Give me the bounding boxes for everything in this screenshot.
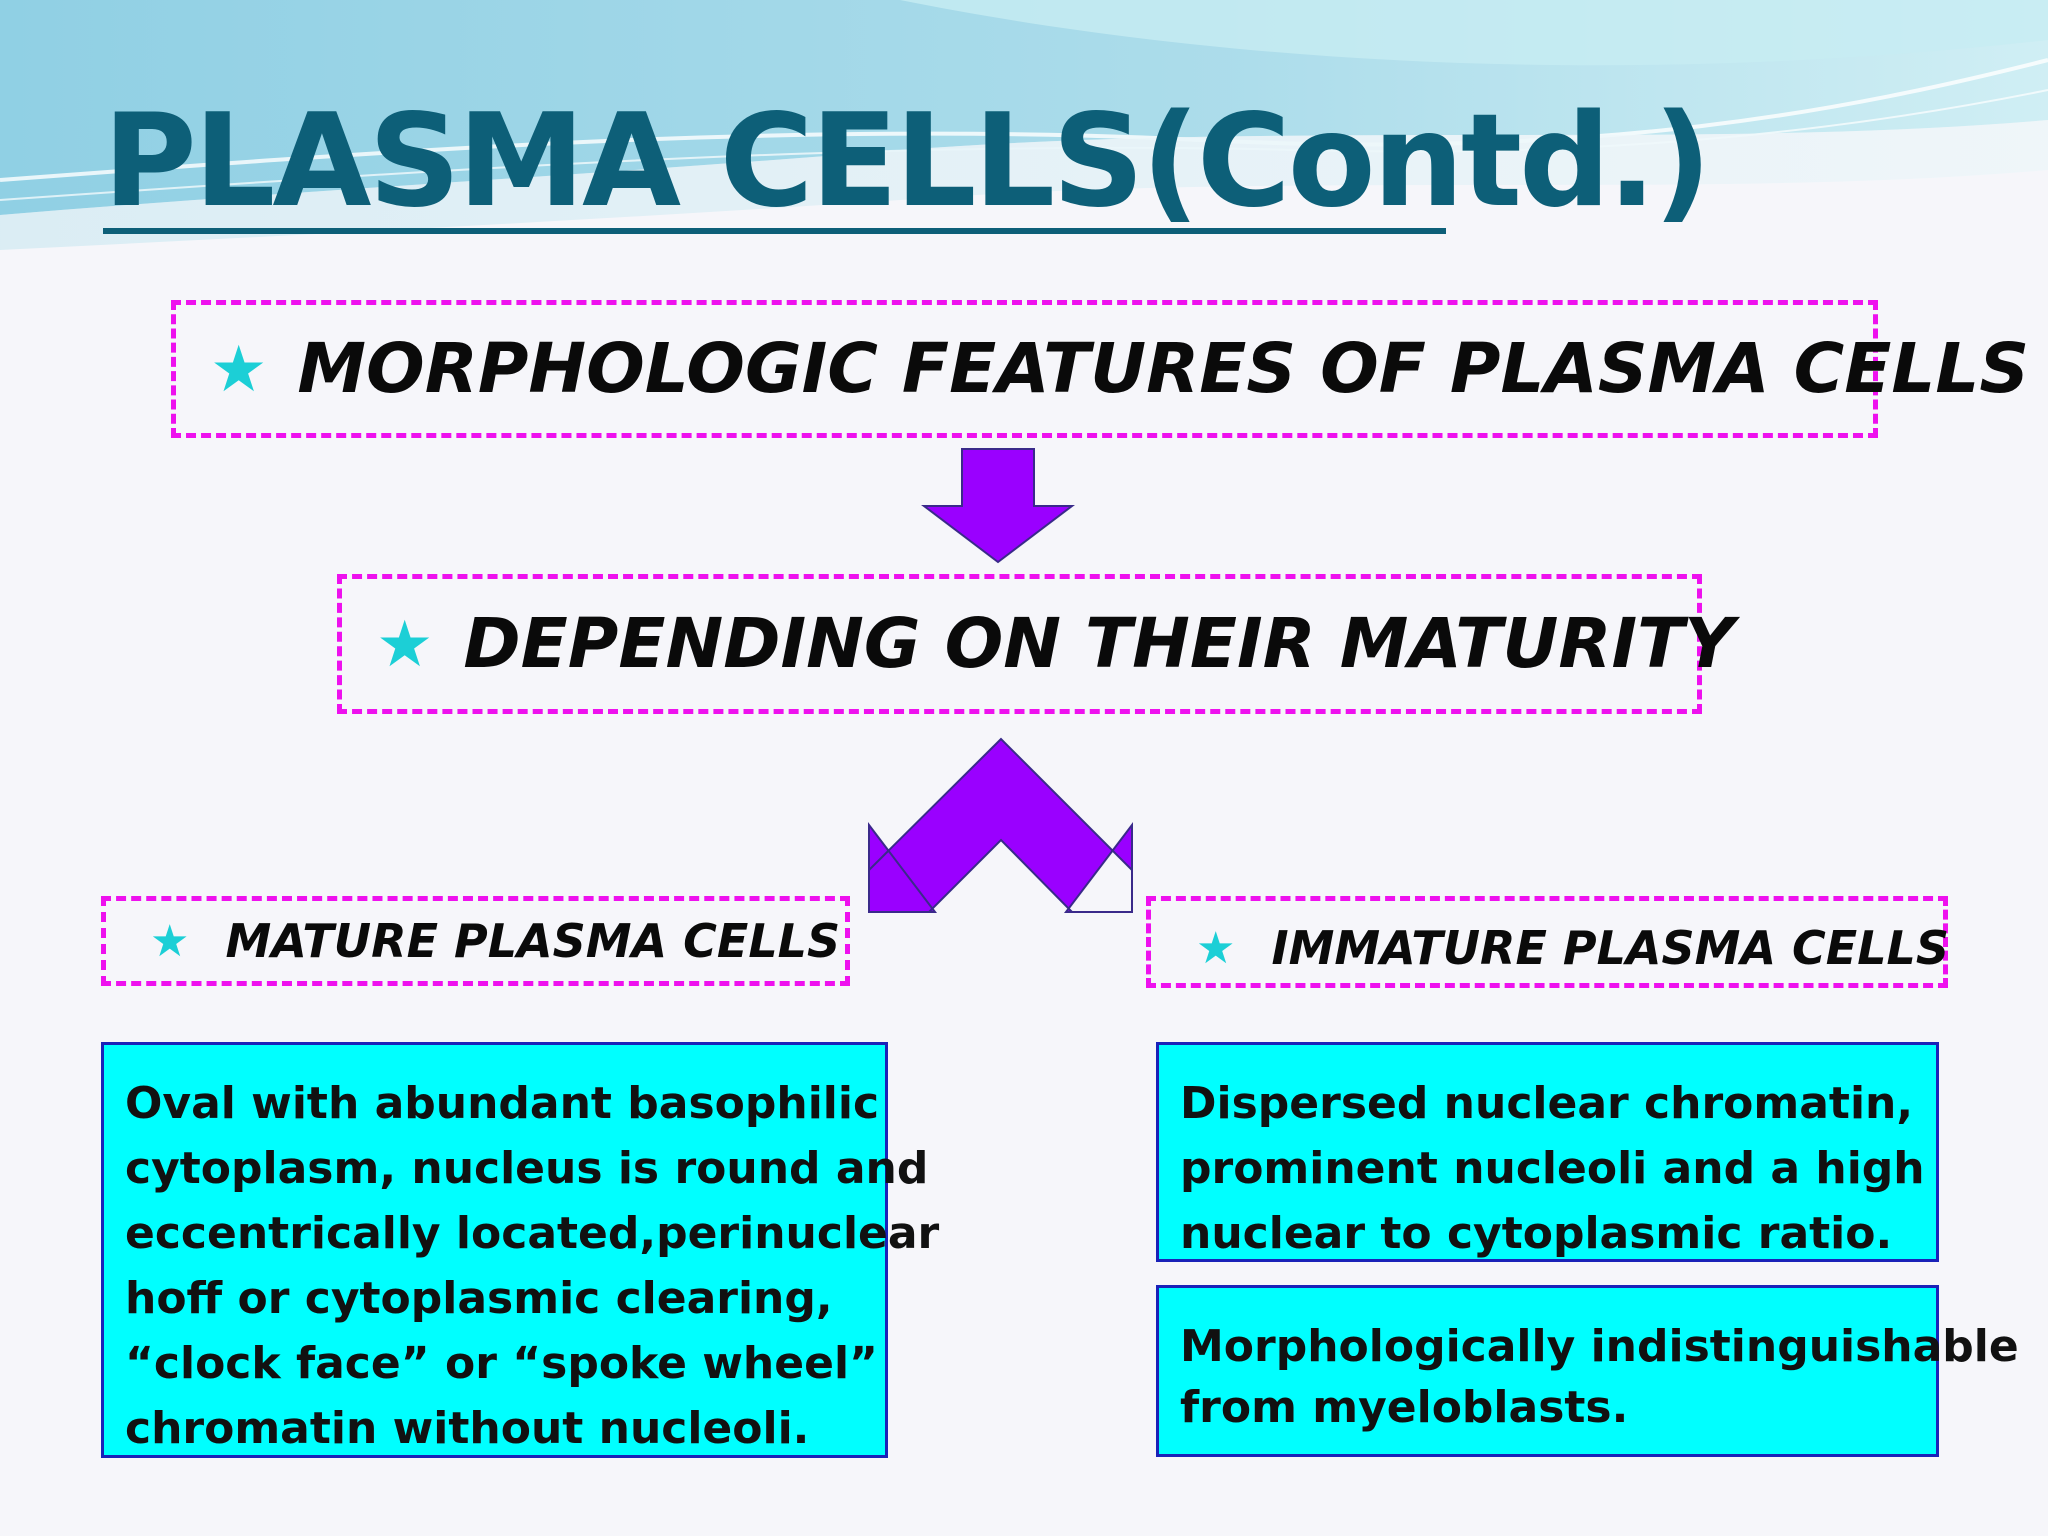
description-line: Morphologically indistinguishable: [1180, 1321, 2019, 1372]
maturity-box: ★ DEPENDING ON THEIR MATURITY: [337, 574, 1734, 714]
description-line: hoff or cytoplasmic clearing,: [125, 1273, 833, 1324]
immature-description-box: Dispersed nuclear chromatin, prominent n…: [1156, 1042, 1939, 1262]
description-line: from myeloblasts.: [1180, 1382, 1629, 1433]
star-icon: ★: [376, 607, 434, 680]
star-icon: ★: [210, 332, 268, 405]
description-line: Dispersed nuclear chromatin,: [1180, 1078, 1914, 1129]
star-icon: ★: [1196, 923, 1236, 973]
description-line: nuclear to cytoplasmic ratio.: [1180, 1208, 1893, 1259]
description-line: cytoplasm, nucleus is round and: [125, 1143, 929, 1194]
mature-plasma-cells-label: MATURE PLASMA CELLS: [225, 914, 841, 968]
description-line: Oval with abundant basophilic: [125, 1078, 880, 1129]
immature-plasma-cells-box: ★ IMMATURE PLASMA CELLS: [1146, 896, 1949, 988]
description-line: prominent nucleoli and a high: [1180, 1143, 1925, 1194]
maturity-label: DEPENDING ON THEIR MATURITY: [463, 604, 1735, 684]
title-underline: [103, 228, 1446, 234]
mature-plasma-cells-box: ★ MATURE PLASMA CELLS: [101, 896, 850, 986]
immature-plasma-cells-label: IMMATURE PLASMA CELLS: [1271, 921, 1949, 975]
background-waves: [0, 0, 2048, 250]
description-line: eccentrically located,perinuclear: [125, 1208, 940, 1259]
morphologic-features-label: MORPHOLOGIC FEATURES OF PLASMA CELLS: [297, 329, 2030, 409]
page-title: PLASMA CELLS(Contd.): [103, 87, 1712, 236]
myeloblast-note-box: Morphologically indistinguishable from m…: [1156, 1285, 2019, 1457]
mature-description-box: Oval with abundant basophilic cytoplasm,…: [101, 1042, 940, 1458]
description-line: “clock face” or “spoke wheel”: [125, 1338, 878, 1389]
split-arrow: [868, 737, 1133, 913]
star-icon: ★: [150, 916, 190, 966]
down-arrow: [921, 448, 1075, 564]
description-line: chromatin without nucleoli.: [125, 1403, 810, 1454]
morphologic-features-box: ★ MORPHOLOGIC FEATURES OF PLASMA CELLS: [171, 300, 2029, 438]
